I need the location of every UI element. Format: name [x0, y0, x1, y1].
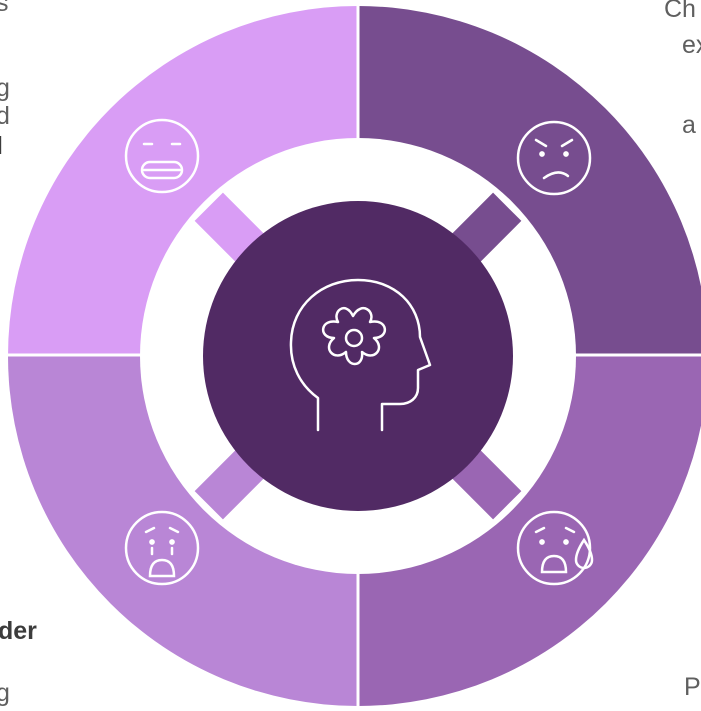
right-edge-text-2: ex [682, 31, 701, 59]
left-edge-text-3: d [0, 102, 10, 130]
right-edge-text-4: P [684, 673, 701, 701]
left-edge-text-2: g [0, 74, 10, 102]
fearful-face-icon [124, 510, 200, 586]
left-edge-text-6: g [0, 679, 10, 707]
connector-bottom-left [194, 448, 266, 520]
grimacing-face-icon [124, 118, 200, 194]
anxious-sweat-face-icon [516, 510, 594, 586]
diagonal-connectors [194, 192, 522, 520]
connector-top-right [450, 192, 522, 264]
left-edge-text-1: s [0, 0, 9, 17]
left-edge-text-4: l [0, 133, 3, 160]
right-edge-text-1: Ch [664, 0, 696, 23]
angry-face-icon [516, 120, 592, 196]
left-edge-text-5: der [0, 617, 37, 645]
connector-top-left [194, 192, 266, 264]
connector-bottom-right [450, 448, 522, 520]
center-circle [203, 201, 513, 511]
right-edge-text-3: a [682, 111, 696, 139]
head-with-flower-icon [289, 278, 432, 432]
